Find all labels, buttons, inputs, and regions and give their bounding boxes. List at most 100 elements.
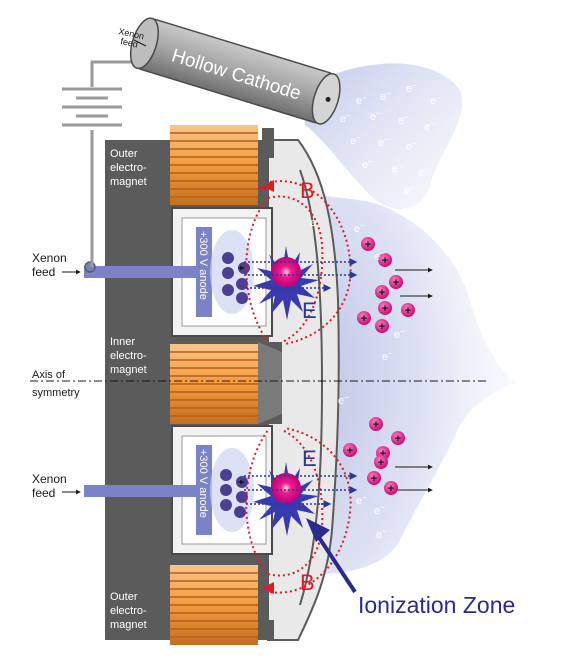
svg-text:Xenon: Xenon <box>32 251 67 265</box>
electron-label: e− <box>374 503 385 517</box>
cathode-electron-plume <box>305 63 463 209</box>
ion: + <box>375 285 389 299</box>
hollow-cathode: Hollow Cathode <box>129 17 341 125</box>
svg-text:+: + <box>380 448 386 460</box>
inner-electromagnet <box>169 343 259 425</box>
electron-label: e− <box>374 249 385 263</box>
axis-of-symmetry-label: Axis of symmetry <box>32 369 80 399</box>
electron-label: e− <box>300 429 311 443</box>
electron-label: e− <box>430 93 441 107</box>
ion: + <box>369 417 383 431</box>
ion-trajectory-arrows <box>238 265 433 493</box>
electron-label: e− <box>392 161 403 175</box>
electron-label: e− <box>394 327 405 341</box>
b-field-arrows <box>258 180 274 594</box>
outer-electromagnet-bottom-label: Outer electro- magnet <box>110 591 147 631</box>
electron-label: e− <box>370 109 381 123</box>
b-field-label-top: B <box>300 178 315 203</box>
svg-text:+: + <box>393 277 399 289</box>
electron-label: e− <box>350 133 361 147</box>
electron-label: e− <box>382 349 393 363</box>
ion: + <box>378 253 392 267</box>
electron-label: e− <box>362 157 373 171</box>
electron-label: e− <box>406 139 417 153</box>
xenon-feed-bottom-pipe <box>84 485 196 497</box>
ion: + <box>361 237 375 251</box>
anode-top: +300 V anode <box>196 227 212 317</box>
svg-text:+: + <box>347 445 353 457</box>
electron-label: e− <box>376 527 387 541</box>
electron-label: e− <box>378 135 389 149</box>
svg-text:+: + <box>373 419 379 431</box>
ion: + <box>374 455 388 469</box>
ion: + <box>378 301 392 315</box>
svg-text:+: + <box>382 303 388 315</box>
svg-text:+: + <box>365 239 371 251</box>
power-circuit <box>62 60 140 267</box>
electron-label: e− <box>340 111 351 125</box>
ionization-burst-top <box>253 246 319 320</box>
electron-label: e− <box>418 165 429 179</box>
svg-text:+: + <box>379 321 385 333</box>
electron-label: e− <box>356 93 367 107</box>
outer-electromagnet-top-label: Outer electro- magnet <box>110 148 147 188</box>
electron-label: e− <box>356 493 367 507</box>
ionization-burst-bottom <box>253 462 319 536</box>
ion: + <box>401 303 415 317</box>
outer-electromagnet-bottom <box>169 564 259 646</box>
xenon-ions: + + + + + + + + + + + + + + + <box>343 237 415 495</box>
inner-electromagnet-label: Inner electro- magnet <box>110 336 147 376</box>
svg-text:+: + <box>382 255 388 267</box>
ion: + <box>389 275 403 289</box>
svg-text:Outer: Outer <box>110 591 138 603</box>
e-field-label-top: E <box>302 298 317 323</box>
electric-field-lines <box>244 258 358 508</box>
svg-text:electro-: electro- <box>110 350 147 362</box>
ionization-zone-label: Ionization Zone <box>358 592 515 618</box>
svg-text:+: + <box>395 433 401 445</box>
svg-text:+: + <box>371 473 377 485</box>
outer-electromagnet-top <box>169 124 259 206</box>
anode-bottom-label: +300 V anode <box>197 449 209 518</box>
svg-text:electro-: electro- <box>110 605 147 617</box>
svg-text:feed: feed <box>32 265 55 279</box>
electron-label: e− <box>406 81 417 95</box>
xenon-feed-cathode-label: Xenon feed <box>118 26 147 50</box>
xenon-feed-2-label: Xenon feed <box>32 472 81 500</box>
electron-label: e− <box>338 393 349 407</box>
electron-label: e− <box>380 89 391 103</box>
svg-text:Outer: Outer <box>110 148 138 160</box>
svg-text:electro-: electro- <box>110 162 147 174</box>
ion: + <box>367 471 381 485</box>
svg-text:feed: feed <box>32 486 55 500</box>
e-field-label-bottom: E <box>302 446 317 471</box>
electron-label: e− <box>354 221 365 235</box>
svg-text:magnet: magnet <box>110 364 147 376</box>
anode-top-label: +300 V anode <box>197 231 209 300</box>
ion: + <box>343 443 357 457</box>
electron-label: e− <box>398 113 409 127</box>
svg-text:Inner: Inner <box>110 336 135 348</box>
svg-text:feed: feed <box>120 36 139 49</box>
electron-label: e− <box>404 183 415 197</box>
ion: + <box>375 319 389 333</box>
svg-text:+: + <box>361 313 367 325</box>
ionization-zone-pointer <box>306 518 357 594</box>
svg-text:+: + <box>388 483 394 495</box>
xenon-atoms-bottom <box>220 469 248 518</box>
svg-text:magnet: magnet <box>110 619 147 631</box>
b-field-label-bottom: B <box>300 570 315 595</box>
svg-text:+: + <box>379 287 385 299</box>
ion: + <box>384 481 398 495</box>
electron-label: e− <box>424 119 435 133</box>
xenon-feed-1-label: Xenon feed <box>32 251 81 279</box>
electron-label: e− <box>310 215 321 229</box>
xenon-atoms-top <box>222 252 250 304</box>
svg-text:Axis of: Axis of <box>32 369 66 381</box>
svg-text:magnet: magnet <box>110 176 147 188</box>
ion: + <box>391 431 405 445</box>
svg-text:+: + <box>378 457 384 469</box>
anode-bottom: +300 V anode <box>196 445 212 535</box>
ion: + <box>357 311 371 325</box>
